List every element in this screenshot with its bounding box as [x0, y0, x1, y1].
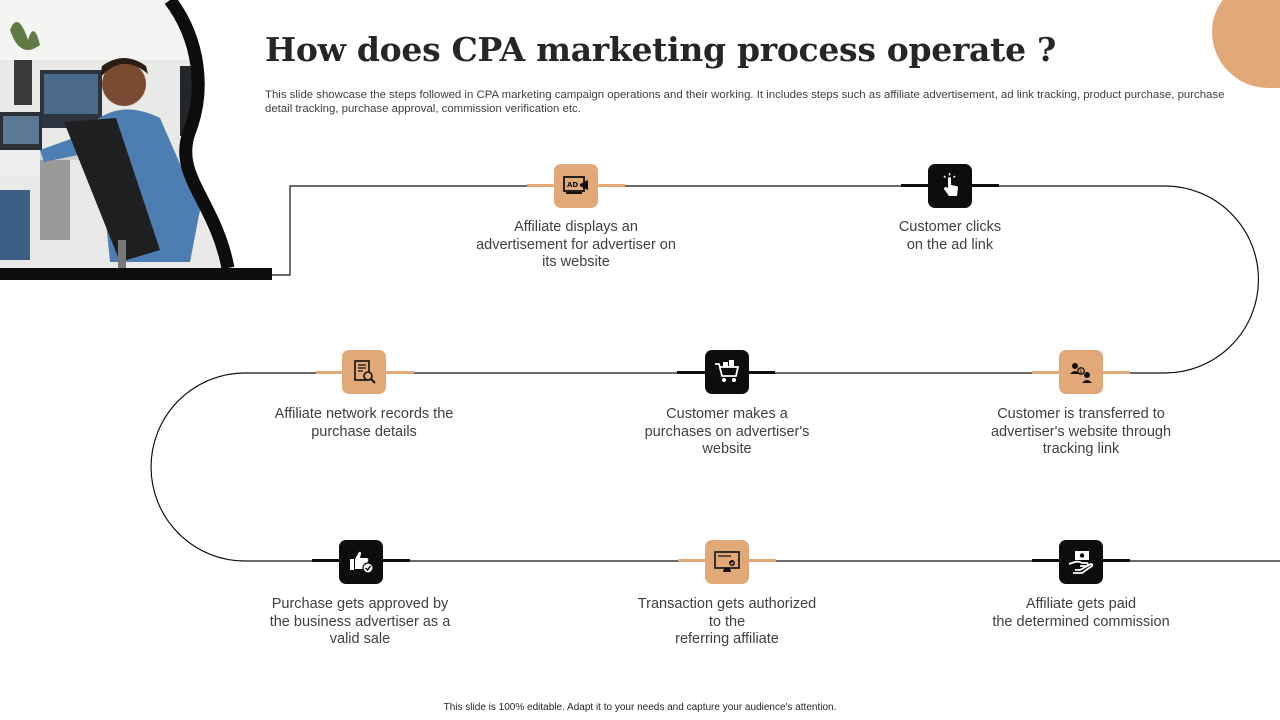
pointer-click-icon [943, 173, 958, 196]
step-2-label: Customer clicks on the ad link [898, 219, 1002, 253]
page-subtitle: This slide showcase the steps followed i… [265, 89, 1225, 115]
step-3-badge: $ [1059, 350, 1103, 394]
step-6-badge [339, 540, 383, 584]
footer-note: This slide is 100% editable. Adapt it to… [443, 702, 837, 713]
shopping-cart-icon [715, 360, 740, 382]
step-5-badge [342, 350, 386, 394]
monitor-check-icon [714, 551, 740, 572]
step-4-label: Customer makes a purchases on advertiser… [644, 406, 810, 457]
hand-money-icon [1068, 551, 1094, 574]
step-4-badge [705, 350, 749, 394]
step-2-badge [928, 164, 972, 208]
svg-text:$: $ [1079, 369, 1082, 375]
step-7-badge [705, 540, 749, 584]
step-8-label: Affiliate gets paid the determined commi… [992, 596, 1170, 630]
page-title: How does CPA marketing process operate ? [265, 30, 1057, 69]
people-transfer-icon: $ [1070, 363, 1092, 383]
step-7-label: Transaction gets authorized to the refer… [637, 596, 817, 647]
step-8-badge [1059, 540, 1103, 584]
svg-text:AD: AD [567, 181, 578, 189]
step-6-label: Purchase gets approved by the business a… [269, 596, 451, 647]
thumbs-up-check-icon [350, 551, 374, 574]
step-1-badge: AD [554, 164, 598, 208]
step-3-label: Customer is transferred to advertiser's … [990, 406, 1172, 457]
office-photo [0, 0, 280, 282]
step-1-label: Affiliate displays an advertisement for … [476, 219, 676, 270]
ad-billboard-icon: AD [563, 176, 588, 194]
step-5-label: Affiliate network records the purchase d… [274, 406, 454, 440]
office-photo-image [0, 0, 272, 280]
document-search-icon [354, 360, 376, 384]
